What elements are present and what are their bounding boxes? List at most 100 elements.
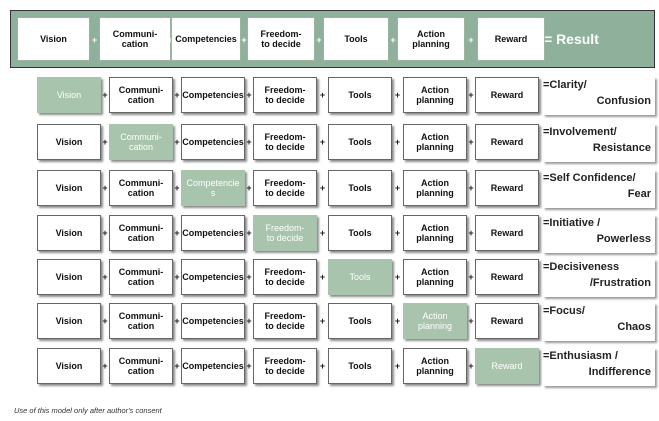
row-4-competencies: Competencies [181,215,245,251]
plus-sign: + [174,137,180,147]
row-7-freedom-to-decide: Freedom- to decide [253,348,317,384]
row-7-communication: Communi- cation [109,348,173,384]
plus-sign: + [246,272,252,282]
row-3-reward: Reward [475,170,539,206]
row-3-freedom-to-decide: Freedom- to decide [253,170,317,206]
row-4-reward: Reward [475,215,539,251]
row-2-reward: Reward [475,124,539,160]
row-6-freedom-to-decide: Freedom- to decide [253,303,317,339]
row-7-action-planning: Action planning [403,348,467,384]
header-plus-sign: + [316,35,322,45]
header-plus-sign: + [390,35,396,45]
plus-sign: + [174,316,180,326]
plus-sign: + [102,272,108,282]
plus-sign: + [394,228,401,238]
row-3-tools: Tools [328,170,392,206]
plus-sign: + [102,137,108,147]
plus-sign: + [246,183,252,193]
plus-sign: + [174,228,180,238]
header-step-communication: Communi- cation [99,17,171,61]
plus-sign: + [394,183,401,193]
plus-sign: + [102,316,108,326]
plus-sign: + [394,90,401,100]
header-plus-sign: + [241,35,247,45]
row-1-competencies: Competencies [181,77,245,113]
row-7-vision: Vision [37,348,101,384]
row-5-action-planning: Action planning [403,259,467,295]
row-3-vision: Vision [37,170,101,206]
row-5-vision: Vision [37,259,101,295]
header-step-tools: Tools [323,17,389,61]
row-6-tools: Tools [328,303,392,339]
plus-sign: + [246,90,252,100]
plus-sign: + [174,361,180,371]
plus-sign: + [102,183,108,193]
outcome-negative: Powerless [596,233,651,245]
row-1-tools: Tools [328,77,392,113]
plus-sign: + [468,316,474,326]
outcome-negative: Resistance [592,142,651,154]
outcome-positive: =Focus/ [543,305,585,317]
row-5-freedom-to-decide: Freedom- to decide [253,259,317,295]
row-3-communication: Communi- cation [109,170,173,206]
row-7-outcome: =Enthusiasm /Indifference [543,348,655,386]
plus-sign: + [102,228,108,238]
row-5-tools-highlighted: Tools [328,259,392,295]
row-2-competencies: Competencies [181,124,245,160]
row-6-vision: Vision [37,303,101,339]
plus-sign: + [394,316,401,326]
row-7-tools: Tools [328,348,392,384]
header-banner: = Result Vision+Communi- cation+Competen… [10,10,655,68]
header-step-reward: Reward [477,17,545,61]
plus-sign: + [246,361,252,371]
row-5-outcome: =Decisiveness/Frustration [543,259,655,297]
plus-sign: + [102,361,108,371]
plus-sign: + [319,361,326,371]
row-6-reward: Reward [475,303,539,339]
plus-sign: + [174,90,180,100]
row-2-communication-highlighted: Communi- cation [109,124,173,160]
row-4-freedom-to-decide-highlighted: Freedom- to decide [253,215,317,251]
plus-sign: + [468,137,474,147]
plus-sign: + [246,316,252,326]
row-4-outcome: =Initiative /Powerless [543,215,655,253]
plus-sign: + [319,183,326,193]
row-1-outcome: =Clarity/Confusion [543,77,655,115]
plus-sign: + [319,137,326,147]
plus-sign: + [319,272,326,282]
plus-sign: + [319,228,326,238]
row-1-freedom-to-decide: Freedom- to decide [253,77,317,113]
outcome-negative: Indifference [588,366,651,378]
plus-sign: + [174,272,180,282]
row-7-competencies: Competencies [181,348,245,384]
plus-sign: + [468,228,474,238]
outcome-positive: =Decisiveness [543,261,620,273]
row-6-action-planning-highlighted: Action planning [403,303,467,339]
outcome-positive: =Self Confidence/ [543,172,636,184]
row-2-vision: Vision [37,124,101,160]
plus-sign: + [468,361,474,371]
plus-sign: + [394,272,401,282]
plus-sign: + [468,272,474,282]
header-step-competencies: Competencies [171,17,241,61]
header-plus-sign: + [91,35,98,45]
row-5-competencies: Competencies [181,259,245,295]
row-2-outcome: =Involvement/Resistance [543,124,655,162]
outcome-negative: Chaos [617,321,651,333]
row-1-communication: Communi- cation [109,77,173,113]
plus-sign: + [319,90,326,100]
header-plus-sign: + [468,35,474,45]
plus-sign: + [174,183,180,193]
row-5-reward: Reward [475,259,539,295]
result-label: = Result [544,31,599,47]
row-6-communication: Communi- cation [109,303,173,339]
plus-sign: + [468,183,474,193]
row-7-reward-highlighted: Reward [475,348,539,384]
plus-sign: + [319,316,326,326]
plus-sign: + [246,137,252,147]
row-4-vision: Vision [37,215,101,251]
outcome-negative: Confusion [596,95,651,107]
plus-sign: + [394,361,401,371]
row-4-communication: Communi- cation [109,215,173,251]
outcome-negative: Fear [627,188,651,200]
